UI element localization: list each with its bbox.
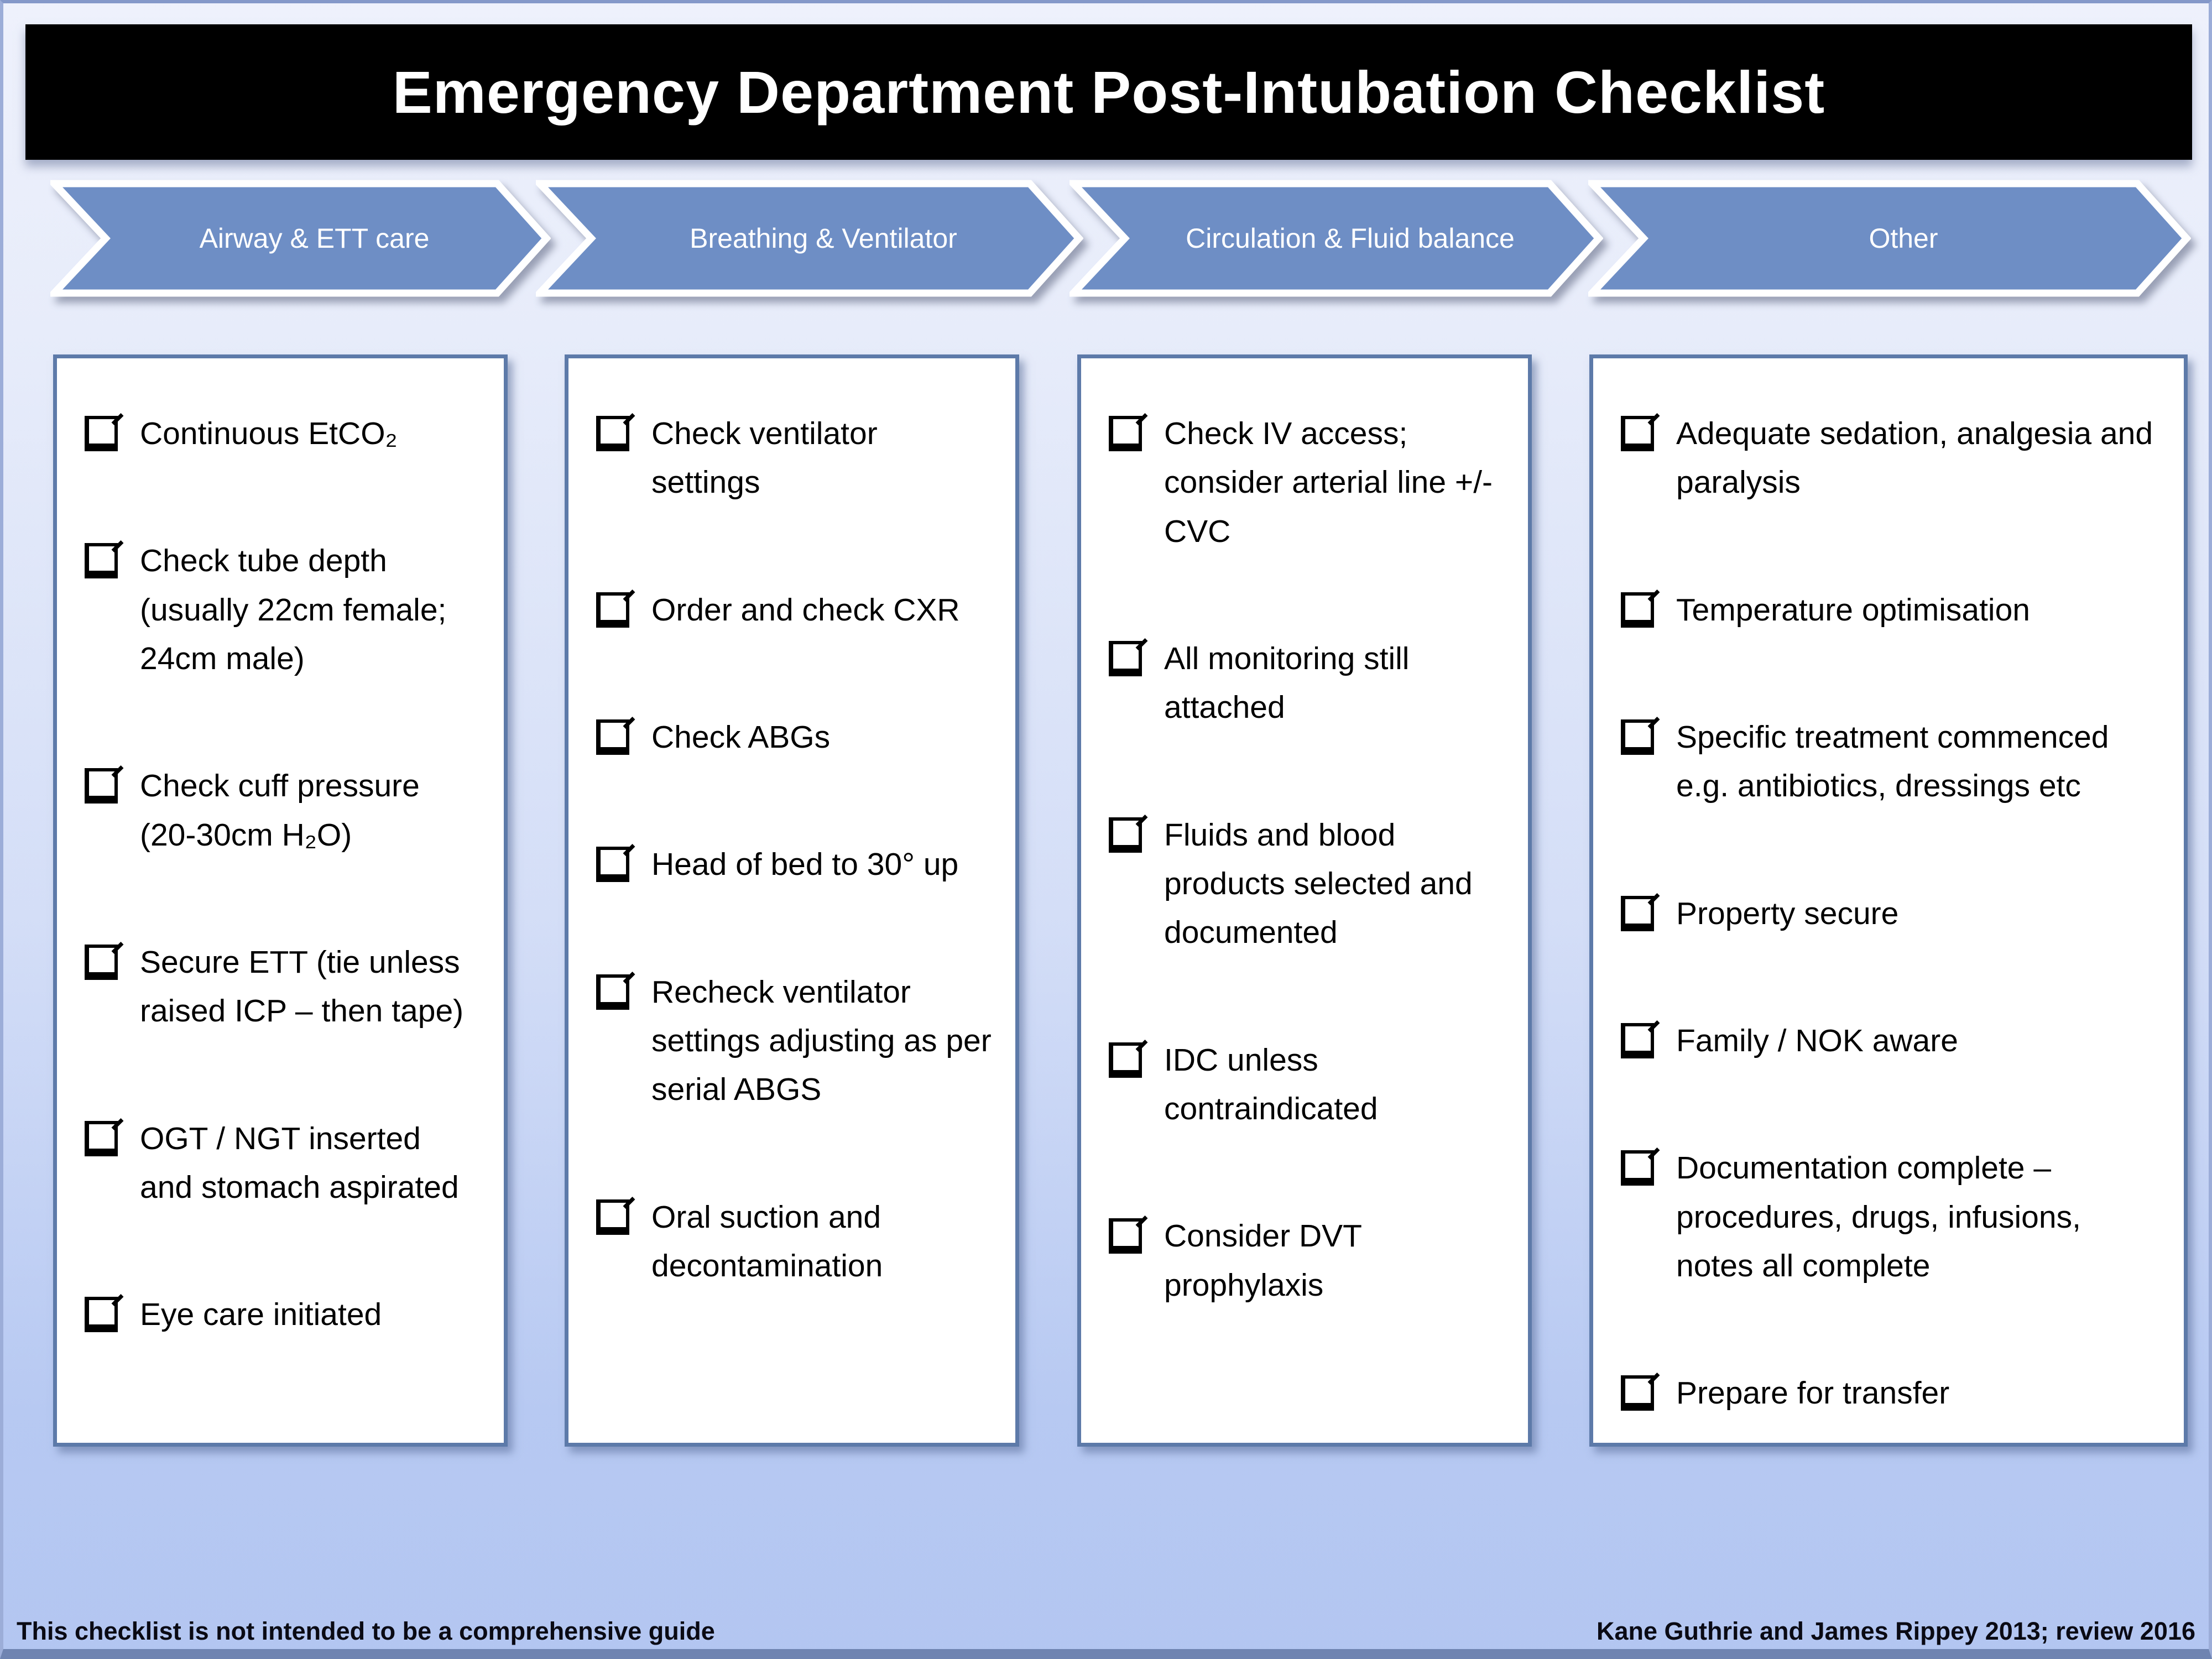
checklist-item: Documentation complete – procedures, dru… (1621, 1144, 2162, 1290)
checklist-item: Oral suction and decontamination (596, 1193, 993, 1291)
checkbox-icon[interactable] (1109, 1042, 1142, 1078)
checklist-item-label: Specific treatment commenced e.g. antibi… (1676, 719, 2109, 804)
footer-disclaimer: This checklist is not intended to be a c… (17, 1617, 715, 1645)
checklist-item-label: Check ABGs (651, 719, 831, 755)
checklist-item-label: OGT / NGT inserted and stomach aspirated (140, 1120, 459, 1206)
checklist-item: Continuous EtCO₂ (85, 409, 482, 458)
checkbox-icon[interactable] (1621, 719, 1654, 755)
checkbox-icon[interactable] (85, 1120, 118, 1156)
checkbox-icon[interactable] (1621, 895, 1654, 931)
checklist-item: All monitoring still attached (1109, 634, 1506, 732)
checklist-item-label: Check cuff pressure (20-30cm H₂O) (140, 768, 420, 853)
category-arrow-other: Other (1588, 179, 2191, 298)
checklist-item: Recheck ventilator settings adjusting as… (596, 968, 993, 1114)
page-title: Emergency Department Post-Intubation Che… (392, 59, 1825, 126)
category-arrow-circulation: Circulation & Fluid balance (1070, 179, 1603, 298)
checkbox-icon[interactable] (1621, 1375, 1654, 1411)
checkbox-icon[interactable] (1109, 416, 1142, 451)
checklist-item: Order and check CXR (596, 586, 993, 634)
checklist-item: Consider DVT prophylaxis (1109, 1212, 1506, 1310)
checklist-item-label: All monitoring still attached (1164, 641, 1410, 726)
checkbox-icon[interactable] (1109, 1218, 1142, 1254)
checklist-item: Adequate sedation, analgesia and paralys… (1621, 409, 2162, 507)
checkbox-icon[interactable] (596, 847, 629, 883)
checkbox-icon[interactable] (1621, 1023, 1654, 1059)
category-arrow-label: Breathing & Ventilator (690, 223, 957, 254)
checkbox-icon[interactable] (1621, 592, 1654, 628)
checklist-item: Check cuff pressure (20-30cm H₂O) (85, 761, 482, 859)
category-arrow-label: Circulation & Fluid balance (1186, 223, 1515, 254)
checkbox-icon[interactable] (1109, 641, 1142, 677)
checklist-column-breathing: Check ventilator settings Order and chec… (565, 354, 1019, 1447)
checklist-item: OGT / NGT inserted and stomach aspirated (85, 1114, 482, 1212)
checklist-item-label: Check IV access; consider arterial line … (1164, 416, 1493, 549)
checklist-item-label: Secure ETT (tie unless raised ICP – then… (140, 945, 464, 1029)
checklist-item-label: Eye care initiated (140, 1297, 382, 1333)
checkbox-icon[interactable] (596, 719, 629, 755)
checklist-item-label: Recheck ventilator settings adjusting as… (651, 974, 992, 1108)
checklist-item: Temperature optimisation (1621, 586, 2162, 634)
checklist-item-label: Family / NOK aware (1676, 1023, 1958, 1059)
checklist-item-label: Property secure (1676, 895, 1899, 931)
checklist-item-label: Adequate sedation, analgesia and paralys… (1676, 416, 2153, 500)
checklist-item-label: Order and check CXR (651, 592, 960, 628)
checklist-item: Eye care initiated (85, 1290, 482, 1339)
checklist-item: Specific treatment commenced e.g. antibi… (1621, 713, 2162, 811)
checklist-item-label: Documentation complete – procedures, dru… (1676, 1150, 2081, 1284)
checklist-item-label: Temperature optimisation (1676, 592, 2030, 628)
checklist-column-other: Adequate sedation, analgesia and paralys… (1589, 354, 2188, 1447)
checklist-column-circulation: Check IV access; consider arterial line … (1077, 354, 1532, 1447)
checkbox-icon[interactable] (85, 768, 118, 804)
checklist-item-label: Prepare for transfer (1676, 1375, 1950, 1411)
chevron-arrow-shape (1588, 179, 2191, 298)
checkbox-icon[interactable] (85, 1297, 118, 1333)
checkbox-icon[interactable] (596, 1199, 629, 1235)
checklist-item: Prepare for transfer (1621, 1369, 2162, 1417)
checkbox-icon[interactable] (1109, 817, 1142, 853)
category-arrow-band: Airway & ETT care Breathing & Ventilator… (3, 179, 2212, 301)
checkbox-icon[interactable] (1621, 1150, 1654, 1186)
checkbox-icon[interactable] (596, 592, 629, 628)
checklist-item-label: IDC unless contraindicated (1164, 1042, 1378, 1127)
checklist-item: IDC unless contraindicated (1109, 1036, 1506, 1134)
checklist-item-label: Check ventilator settings (651, 416, 878, 500)
checklist-item: Check tube depth (usually 22cm female; 2… (85, 536, 482, 683)
chevron-arrow-shape (50, 179, 551, 298)
checklist-column-airway: Continuous EtCO₂ Check tube depth (usual… (53, 354, 508, 1447)
category-arrow-airway: Airway & ETT care (50, 179, 551, 298)
checklist-item-label: Check tube depth (usually 22cm female; 2… (140, 543, 447, 677)
category-arrow-label: Other (1869, 223, 1938, 254)
checklist-item: Secure ETT (tie unless raised ICP – then… (85, 938, 482, 1036)
checkbox-icon[interactable] (1621, 416, 1654, 451)
checklist-item: Family / NOK aware (1621, 1016, 2162, 1065)
footer-credit: Kane Guthrie and James Rippey 2013; revi… (1596, 1617, 2195, 1645)
checklist-item: Fluids and blood products selected and d… (1109, 811, 1506, 957)
checkbox-icon[interactable] (85, 945, 118, 980)
checklist-item-label: Fluids and blood products selected and d… (1164, 817, 1473, 951)
checklist-item: Check ABGs (596, 713, 993, 761)
checkbox-icon[interactable] (596, 416, 629, 451)
checklist-item: Head of bed to 30° up (596, 840, 993, 889)
checkbox-icon[interactable] (596, 974, 629, 1010)
checklist-item: Check IV access; consider arterial line … (1109, 409, 1506, 556)
checkbox-icon[interactable] (85, 543, 118, 579)
footer: This checklist is not intended to be a c… (3, 1607, 2209, 1646)
category-arrow-breathing: Breathing & Ventilator (536, 179, 1083, 298)
checklist-item: Property secure (1621, 889, 2162, 938)
checkbox-icon[interactable] (85, 416, 118, 451)
category-arrow-label: Airway & ETT care (199, 223, 430, 254)
checklist-item-label: Continuous EtCO₂ (140, 416, 398, 451)
checklist-item-label: Consider DVT prophylaxis (1164, 1218, 1361, 1303)
chevron-arrow-shape (536, 179, 1083, 298)
chevron-arrow-shape (1070, 179, 1603, 298)
title-banner: Emergency Department Post-Intubation Che… (25, 24, 2192, 160)
checklist-item-label: Oral suction and decontamination (651, 1199, 883, 1284)
checklist-item: Check ventilator settings (596, 409, 993, 507)
checklist-item-label: Head of bed to 30° up (651, 847, 959, 883)
